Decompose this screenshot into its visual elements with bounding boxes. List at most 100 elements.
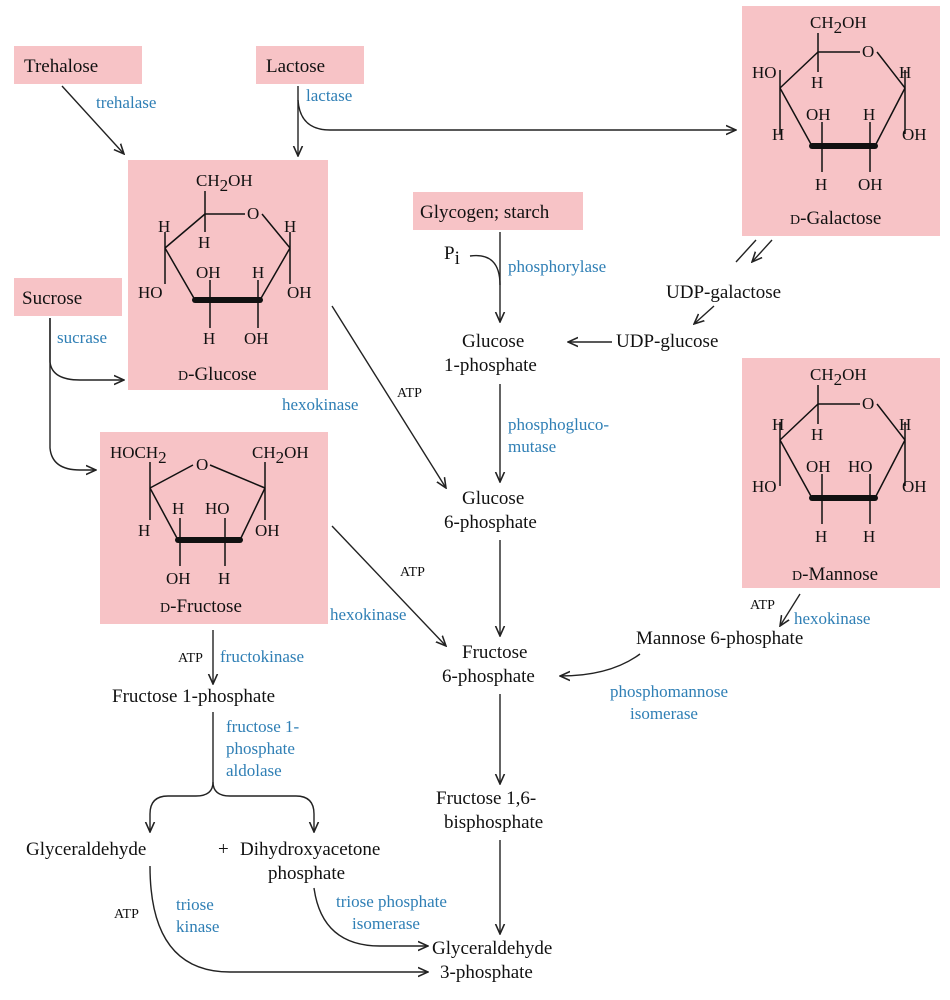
arrow-galactose-udpgal-2 [735,239,757,263]
svg-text:O: O [862,42,874,61]
svg-text:CH2OH: CH2OH [810,13,867,37]
d-fructose-structure: HOCH2 CH2OH O H OH H OH HO H D-Fructose [110,443,309,617]
pi-label: Pi [444,243,460,269]
arrow-sucrose-fructose [49,318,96,470]
svg-text:OH: OH [196,263,221,282]
svg-text:D-Fructose: D-Fructose [160,596,242,617]
svg-text:H: H [899,63,911,82]
arrow-pi-in [469,254,501,286]
svg-text:H: H [815,175,827,194]
arrow-mannose-m6p [780,593,801,626]
svg-text:H: H [811,425,823,444]
arrow-glyceraldehyde-g3p [149,865,428,972]
sucrase-label: sucrase [57,328,107,347]
fructose-6-phosphate-line2: 6-phosphate [442,666,535,687]
svg-text:H: H [899,415,911,434]
phosphorylase-label: phosphorylase [508,257,606,276]
arrow-dhap-g3p [313,887,428,946]
svg-text:OH: OH [902,477,927,496]
hexokinase-mannose-label: hexokinase [794,609,870,628]
svg-text:HOCH2: HOCH2 [110,443,167,467]
trehalose-label: Trehalose [24,56,98,77]
fructose-1-phosphate-label: Fructose 1-phosphate [112,686,275,707]
dhap-line2: phosphate [268,863,345,884]
hexokinase-fructose-label: hexokinase [330,605,406,624]
atp-fructose-label: ATP [400,565,425,580]
svg-text:OH: OH [806,105,831,124]
svg-text:HO: HO [848,457,873,476]
phosphomannose-line1: phosphomannose [610,682,728,701]
arrow-trehalose-glucose [61,85,124,154]
glycogen-starch-label: Glycogen; starch [420,202,550,223]
svg-text:CH2OH: CH2OH [810,365,867,389]
svg-text:HO: HO [138,283,163,302]
glycogen-box [413,192,583,230]
svg-text:H: H [811,73,823,92]
svg-text:H: H [198,233,210,252]
atp-mannose-label: ATP [750,598,775,613]
svg-text:D-Glucose: D-Glucose [178,364,257,385]
fructose-bisphosphate-line2: bisphosphate [444,812,543,833]
svg-text:HO: HO [752,477,777,496]
arrow-fructose-f6p [331,525,446,646]
dhap-line1: Dihydroxyacetone [240,839,380,860]
d-glucose-box [128,160,328,390]
svg-text:H: H [863,527,875,546]
phosphomannose-line2: isomerase [630,704,698,723]
udp-glucose-label: UDP-glucose [616,331,718,352]
svg-text:OH: OH [166,569,191,588]
arrow-galactose-udpgal [752,239,773,262]
reaction-arrows [49,85,801,972]
svg-text:OH: OH [806,457,831,476]
svg-text:H: H [815,527,827,546]
atp-triose-label: ATP [114,907,139,922]
svg-text:OH: OH [858,175,883,194]
svg-text:D-Galactose: D-Galactose [790,208,881,229]
triose-kinase-line1: triose [176,895,214,914]
svg-text:O: O [247,204,259,223]
arrow-udpgal-udpglc [694,305,715,324]
svg-text:O: O [196,455,208,474]
fructokinase-label: fructokinase [220,647,304,666]
d-mannose-structure: CH2OH O H H HO H OH OH H HO H D-Mannose [752,365,927,585]
svg-text:H: H [284,217,296,236]
triose-kinase-line2: kinase [176,917,219,936]
glucose-6-phosphate-line2: 6-phosphate [444,512,537,533]
svg-text:O: O [862,394,874,413]
svg-text:OH: OH [244,329,269,348]
g3p-line1: Glyceraldehyde [432,938,552,959]
udp-galactose-label: UDP-galactose [666,282,781,303]
sucrose-label: Sucrose [22,288,82,309]
plus-sign: + [218,839,229,860]
fructose-aldolase-line1: fructose 1- [226,717,300,736]
phosphoglucomutase-line1: phosphogluco- [508,415,609,434]
d-fructose-box [100,432,328,624]
svg-text:H: H [203,329,215,348]
svg-text:OH: OH [287,283,312,302]
arrow-f1p-split [150,712,214,832]
sucrose-box [14,278,122,316]
svg-text:H: H [252,263,264,282]
glucose-1-phosphate-line2: 1-phosphate [444,355,537,376]
trehalase-label: trehalase [96,93,156,112]
svg-text:H: H [158,217,170,236]
tpi-line2: isomerase [352,914,420,933]
svg-text:H: H [772,125,784,144]
lactose-label: Lactose [266,56,325,77]
svg-text:OH: OH [255,521,280,540]
arrow-f1p-dhap [212,781,314,832]
d-galactose-box [742,6,940,236]
arrow-glucose-g6p [331,305,446,488]
atp-fructokinase-label: ATP [178,651,203,666]
svg-text:H: H [172,499,184,518]
lactose-box [256,46,364,84]
svg-text:H: H [218,569,230,588]
svg-text:CH2OH: CH2OH [196,171,253,195]
arrow-m6p-f6p [560,653,641,676]
phosphoglucomutase-line2: mutase [508,437,556,456]
hexokinase-glucose-label: hexokinase [282,395,358,414]
svg-text:CH2OH: CH2OH [252,443,309,467]
svg-text:H: H [772,415,784,434]
